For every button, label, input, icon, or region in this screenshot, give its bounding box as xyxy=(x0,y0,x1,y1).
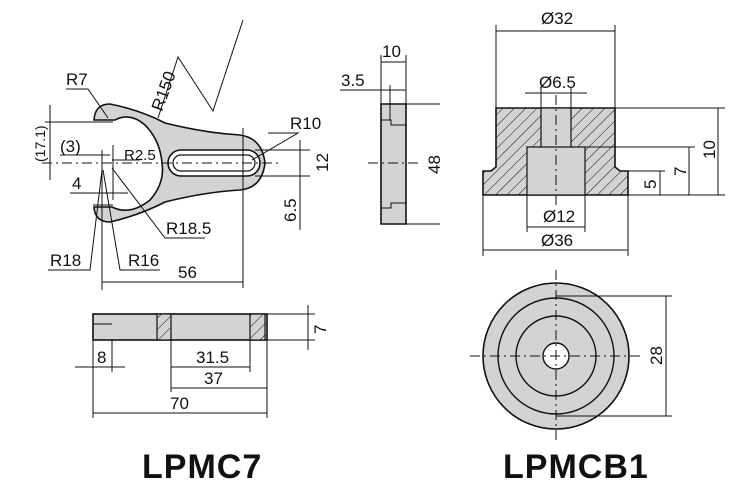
dim-48: 48 xyxy=(425,155,444,174)
dim-10-side: 10 xyxy=(382,42,401,61)
dim-10-b: 10 xyxy=(700,140,719,159)
dim-56: 56 xyxy=(178,263,197,282)
dim-3: (3) xyxy=(60,137,81,156)
dim-r16: R16 xyxy=(128,251,159,270)
dim-70: 70 xyxy=(170,394,189,413)
dim-d12: Ø12 xyxy=(543,207,575,226)
dim-d6-5: Ø6.5 xyxy=(539,73,576,92)
dim-7-b: 7 xyxy=(671,167,690,176)
dim-r10: R10 xyxy=(290,114,321,133)
dim-5-b: 5 xyxy=(641,180,660,189)
dim-r18-5: R18.5 xyxy=(166,219,211,238)
dim-31-5: 31.5 xyxy=(196,348,229,367)
dim-28: 28 xyxy=(647,346,666,365)
dim-d32: Ø32 xyxy=(541,9,573,28)
dim-12: 12 xyxy=(313,153,332,172)
dim-r2-5: R2.5 xyxy=(124,147,156,164)
dim-8: 8 xyxy=(97,348,106,367)
dim-4: 4 xyxy=(72,174,81,193)
dim-d36: Ø36 xyxy=(541,231,573,250)
lpmcb1-top-view: 28 xyxy=(470,270,672,440)
dim-r150: R150 xyxy=(148,69,180,114)
dim-37: 37 xyxy=(204,369,223,388)
lpmcb1-section-view: Ø32 Ø6.5 10 7 5 Ø12 Ø36 xyxy=(482,9,725,256)
dim-r7: R7 xyxy=(66,70,88,89)
lpmc7-top-view: R7 R150 R10 R2.5 (17.1) (3) 4 R18.5 R18 … xyxy=(32,19,332,290)
part-label-lpmc7: LPMC7 xyxy=(142,448,262,486)
dim-7: 7 xyxy=(311,325,330,334)
slot-inner xyxy=(172,154,256,172)
dim-17-1: (17.1) xyxy=(32,125,48,162)
dim-3-5: 3.5 xyxy=(341,71,365,90)
lpmc7-front-view: 7 8 31.5 37 70 xyxy=(75,305,330,418)
dim-r18: R18 xyxy=(50,251,81,270)
part-label-lpmcb1: LPMCB1 xyxy=(503,448,649,486)
lpmc7-side-view: 10 3.5 48 xyxy=(340,42,444,225)
dim-6-5: 6.5 xyxy=(281,198,300,222)
